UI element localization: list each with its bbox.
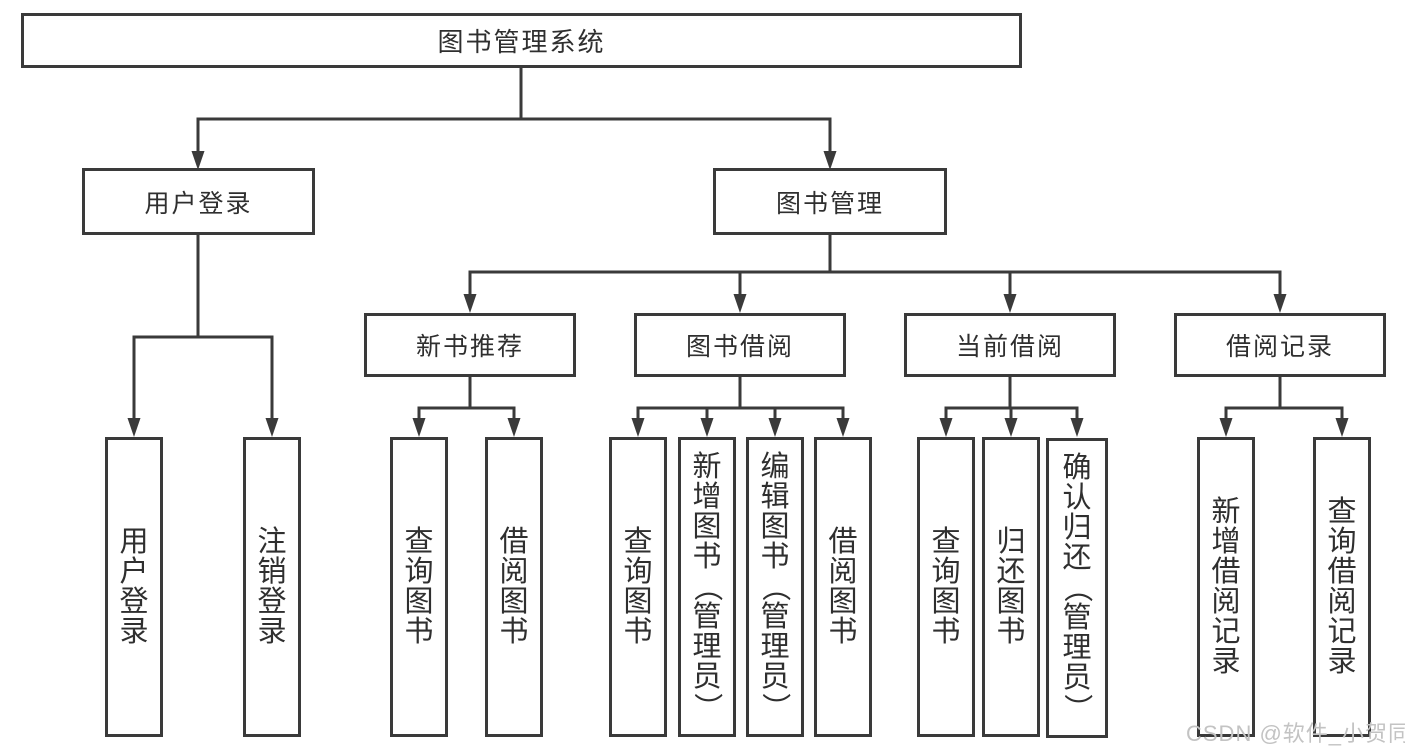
node-leaf-logout: 注销登录 [243,437,301,737]
node-book-borrowing: 图书借阅 [634,313,846,377]
node-leaf-bb-borrow-books: 借阅图书 [814,437,872,737]
node-user-login: 用户登录 [82,168,315,235]
node-leaf-bb-add-books-admin: 新增图书（管理员） [678,437,736,737]
node-borrowing-records: 借阅记录 [1174,313,1386,377]
csdn-watermark: CSDN @软件_小贺同学 [1186,721,1405,746]
node-book-management: 图书管理 [713,168,947,235]
node-current-borrowing: 当前借阅 [904,313,1116,377]
node-leaf-bb-query-books: 查询图书 [609,437,667,737]
node-leaf-rec-borrow-books: 借阅图书 [485,437,543,737]
node-leaf-cb-return-books: 归还图书 [982,437,1040,737]
node-leaf-cb-query-books: 查询图书 [917,437,975,737]
arrowheads [127,151,1349,437]
node-leaf-bb-edit-books-admin: 编辑图书（管理员） [746,437,804,737]
node-root: 图书管理系统 [21,13,1022,68]
node-leaf-rec-query-books: 查询图书 [390,437,448,737]
node-leaf-br-query-record: 查询借阅记录 [1313,437,1371,737]
node-leaf-br-add-record: 新增借阅记录 [1197,437,1255,737]
node-new-book-recommend: 新书推荐 [364,313,576,377]
node-leaf-user-login: 用户登录 [105,437,163,737]
node-leaf-cb-confirm-return-admin: 确认归还（管理员） [1046,438,1108,738]
